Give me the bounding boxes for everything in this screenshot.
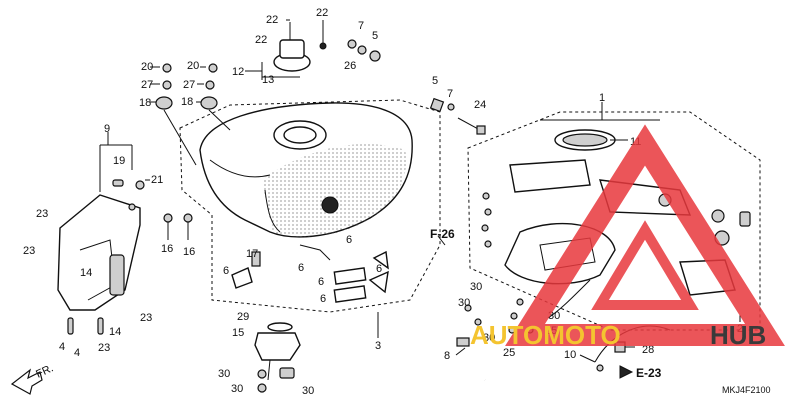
callout-6: 6 bbox=[376, 263, 382, 275]
callout-8: 8 bbox=[444, 350, 450, 362]
callout-20: 20 bbox=[187, 60, 199, 72]
callout-23: 23 bbox=[98, 342, 110, 354]
callout-1: 1 bbox=[599, 92, 605, 104]
callout-16: 16 bbox=[183, 246, 195, 258]
callout-10: 10 bbox=[564, 349, 576, 361]
callout-6: 6 bbox=[318, 276, 324, 288]
callout-30: 30 bbox=[218, 368, 230, 380]
callout-14: 14 bbox=[109, 326, 121, 338]
callout-19: 19 bbox=[113, 155, 125, 167]
callout-27: 27 bbox=[183, 79, 195, 91]
callout-6: 6 bbox=[298, 262, 304, 274]
callout-23: 23 bbox=[23, 245, 35, 257]
callout-6: 6 bbox=[346, 234, 352, 246]
callout-12: 12 bbox=[232, 66, 244, 78]
callout-6: 6 bbox=[223, 265, 229, 277]
watermark-logo bbox=[505, 124, 785, 346]
callout-30: 30 bbox=[483, 332, 495, 344]
front-label: FR. bbox=[34, 362, 55, 380]
top-fasteners bbox=[155, 39, 486, 135]
fuel-cap bbox=[273, 20, 327, 72]
callout-23: 23 bbox=[36, 208, 48, 220]
callout-26: 26 bbox=[344, 60, 356, 72]
drain-hose bbox=[439, 294, 486, 381]
callout-14: 14 bbox=[80, 267, 92, 279]
callout-6: 6 bbox=[320, 293, 326, 305]
callout-30: 30 bbox=[470, 281, 482, 293]
callout-25: 25 bbox=[503, 347, 515, 359]
watermark-brand-left: AUTOMOTO bbox=[470, 320, 621, 350]
watermark-brand-right: HUB bbox=[710, 320, 766, 350]
callout-4: 4 bbox=[74, 347, 80, 359]
reference-f26: F-26 bbox=[430, 227, 455, 241]
callout-28: 28 bbox=[642, 344, 654, 356]
callout-5: 5 bbox=[432, 75, 438, 87]
front-direction-arrow-icon bbox=[10, 368, 43, 395]
callout-15: 15 bbox=[232, 327, 244, 339]
callout-18: 18 bbox=[181, 96, 193, 108]
fuel-tank bbox=[199, 102, 413, 238]
reference-e23-arrow-icon bbox=[619, 365, 634, 379]
fuel-level-sender bbox=[254, 322, 301, 393]
tank-underside-parts bbox=[163, 213, 389, 303]
callout-27: 27 bbox=[141, 79, 153, 91]
side-cover bbox=[57, 179, 145, 335]
callout-9: 9 bbox=[104, 123, 110, 135]
callout-18: 18 bbox=[139, 97, 151, 109]
callout-16: 16 bbox=[161, 243, 173, 255]
callout-5: 5 bbox=[372, 30, 378, 42]
callout-24: 24 bbox=[474, 99, 486, 111]
callout-30: 30 bbox=[458, 297, 470, 309]
callout-22: 22 bbox=[316, 7, 328, 19]
leader-lines bbox=[99, 19, 741, 373]
callout-4: 4 bbox=[59, 341, 65, 353]
callout-21: 21 bbox=[151, 174, 163, 186]
callout-30: 30 bbox=[231, 383, 243, 395]
callout-20: 20 bbox=[141, 61, 153, 73]
drawing-code: MKJ4F2100 bbox=[722, 385, 771, 395]
watermark-triangle-icon bbox=[505, 124, 785, 346]
callout-3: 3 bbox=[375, 340, 381, 352]
callout-30: 30 bbox=[302, 385, 314, 397]
callout-22: 22 bbox=[255, 34, 267, 46]
callout-22: 22 bbox=[266, 14, 278, 26]
callout-29: 29 bbox=[237, 311, 249, 323]
callout-7: 7 bbox=[358, 20, 364, 32]
watermark-triangle-inner-icon bbox=[591, 220, 699, 310]
pump-assembly-outline bbox=[467, 111, 761, 331]
callout-13: 13 bbox=[262, 74, 274, 86]
reference-e23: E-23 bbox=[636, 366, 662, 380]
callout-7: 7 bbox=[447, 88, 453, 100]
tank-assembly-outline bbox=[179, 99, 441, 313]
callout-17: 17 bbox=[246, 248, 258, 260]
callout-23: 23 bbox=[140, 312, 152, 324]
